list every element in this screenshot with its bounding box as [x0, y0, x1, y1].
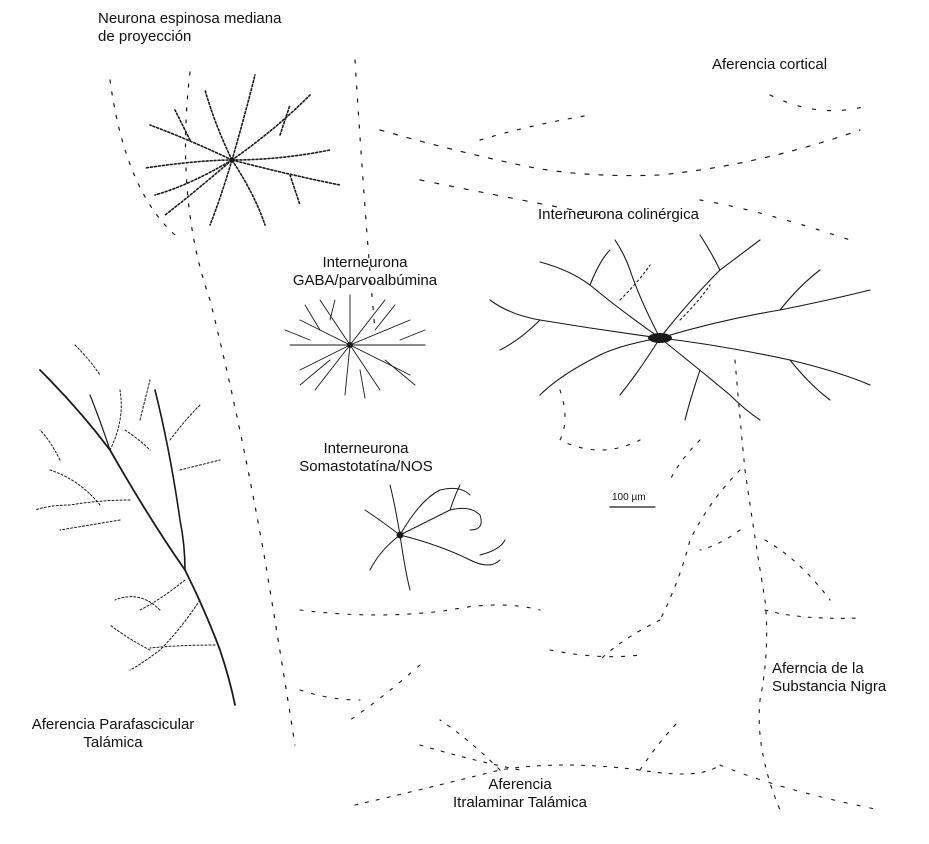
- somatostatin-interneuron-label: Interneurona Somastotatína/NOS: [296, 440, 436, 476]
- cholinergic-interneuron-label: Interneurona colinérgica: [538, 206, 699, 224]
- gaba-interneuron-label: Interneurona GABA/parvoalbúmina: [280, 254, 450, 290]
- spiny-neuron-drawing: [145, 75, 340, 225]
- intralaminar-label-line1: Aferencia: [430, 776, 610, 794]
- intralaminar-label-line2: Itralaminar Talámica: [430, 794, 610, 812]
- cortical-afferent-label: Aferencia cortical: [712, 56, 827, 74]
- som-label-line1: Interneurona: [296, 440, 436, 458]
- nigra-label-line2: Substancia Nigra: [772, 678, 886, 696]
- gaba-label-line1: Interneurona: [280, 254, 450, 272]
- parafasc-label-line1: Aferencia Parafascicular: [18, 716, 208, 734]
- somatostatin-interneuron-drawing: [365, 485, 505, 590]
- nigra-afferent-drawing: [560, 360, 860, 810]
- gaba-interneuron-drawing: [285, 295, 425, 398]
- nigra-afferent-label: Aferncia de la Substancia Nigra: [772, 660, 886, 696]
- intralaminar-afferent-label: Aferencia Itralaminar Talámica: [430, 776, 610, 812]
- nigra-label-line1: Aferncia de la: [772, 660, 886, 678]
- parafascicular-afferent-drawing: [35, 345, 235, 705]
- parafasc-label-line2: Talámica: [18, 734, 208, 752]
- cholinergic-interneuron-drawing: [490, 235, 870, 420]
- spiny-label-line1: Neurona espinosa mediana: [98, 10, 281, 28]
- som-label-line2: Somastotatína/NOS: [296, 458, 436, 476]
- parafascicular-afferent-label: Aferencia Parafascicular Talámica: [18, 716, 208, 752]
- scale-bar-label: 100 µm: [612, 492, 646, 503]
- spiny-neuron-label: Neurona espinosa mediana de proyección: [98, 10, 281, 46]
- spiny-label-line2: de proyección: [98, 28, 281, 46]
- gaba-label-line2: GABA/parvoalbúmina: [280, 272, 450, 290]
